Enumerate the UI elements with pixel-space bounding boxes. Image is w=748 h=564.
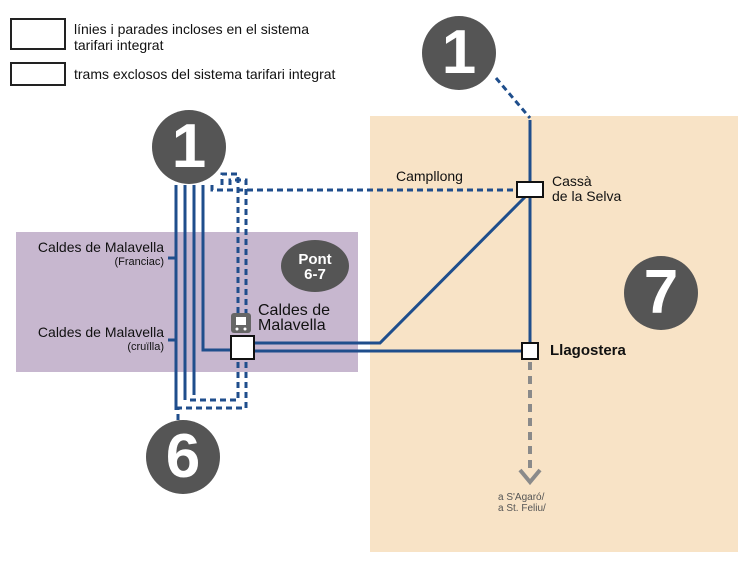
destination-line1: a S'Agaró/ [498,492,545,503]
caldes-franciac-sub: (Franciac) [114,256,164,268]
destination-label: a S'Agaró/ a St. Feliu/ [498,492,546,514]
legend-excluded-box [10,62,66,86]
station-cassa [516,181,544,198]
destination-line2: a St. Feliu/ [498,503,546,514]
legend-integrated-line2: tarifari integrat [74,37,164,53]
cassa-label-line2: de la Selva [552,188,622,204]
llagostera-label: Llagostera [550,342,626,359]
caldes-franciac-label: Caldes de Malavella (Franciac) [24,240,164,270]
pont-6-7-label: Pont 6-7 [281,252,349,282]
zone-7-area-lower [430,372,738,552]
excluded-coast-line [518,362,542,486]
zone-1-left-badge: 1 [152,110,226,184]
cassa-label-line1: Cassà [552,173,592,189]
station-llagostera [521,342,539,360]
caldes-cruilla-label: Caldes de Malavella (cruïlla) [24,325,164,355]
caldes-cruilla-name: Caldes de Malavella [37,324,164,340]
zone-6-badge: 6 [146,420,220,494]
legend-excluded-label: trams exclosos del sistema tarifari inte… [74,66,336,82]
legend-integrated-box [10,18,66,50]
caldes-station-label: Caldes de Malavella [258,302,331,334]
cassa-label: Cassà de la Selva [552,174,621,204]
zone-7-badge: 7 [624,256,698,330]
caldes-cruilla-sub: (cruïlla) [127,341,164,353]
caldes-station-line2: Malavella [258,317,326,334]
excluded-lines [176,77,532,420]
legend-integrated-line1: línies i parades incloses en el sistema [74,21,310,37]
station-caldes [230,335,255,360]
pont-label-line1: Pont [298,251,332,268]
pont-6-7-badge [281,240,349,292]
train-icon [231,313,251,333]
campllong-label: Campllong [396,168,463,184]
caldes-franciac-name: Caldes de Malavella [37,239,164,255]
legend-integrated-label: línies i parades incloses en el sistema … [74,21,309,53]
integrated-lines [168,120,532,410]
zone-1-top-badge: 1 [422,16,496,90]
pont-label-line2: 6-7 [304,266,326,283]
caldes-station-line1: Caldes de [258,302,331,319]
